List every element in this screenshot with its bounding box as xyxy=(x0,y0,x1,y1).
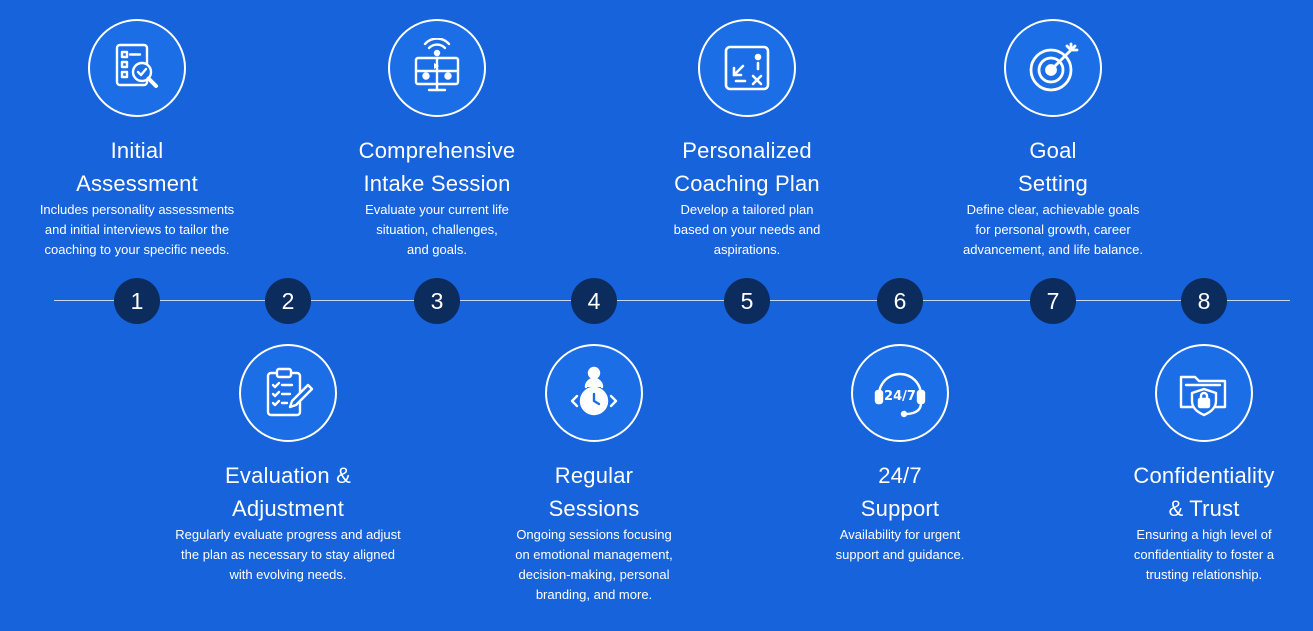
step-number-1: 1 xyxy=(114,278,160,324)
step-title-line: Adjustment xyxy=(231,496,345,521)
step-desc-line: and initial interviews to tailor the xyxy=(44,222,230,237)
step-desc-line: Regularly evaluate progress and adjust xyxy=(175,527,401,542)
step-desc-line: aspirations. xyxy=(713,242,781,257)
step-support: 24/7 24/7 Support Availability for urgen… xyxy=(770,344,1030,565)
step-desc-line: and goals. xyxy=(407,242,467,257)
clipboard-edit-icon xyxy=(239,344,337,442)
step-desc-line: Includes personality assessments xyxy=(39,202,235,217)
step-number-3: 3 xyxy=(414,278,460,324)
person-clock-icon xyxy=(545,344,643,442)
step-desc-line: for personal growth, career xyxy=(975,222,1131,237)
step-title-line: Initial xyxy=(110,138,164,163)
video-meeting-icon xyxy=(388,19,486,117)
step-desc-line: with evolving needs. xyxy=(229,567,347,582)
step-desc-line: decision-making, personal xyxy=(518,567,670,582)
step-title-line: Setting xyxy=(1018,171,1088,196)
step-title-line: Sessions xyxy=(548,496,640,521)
step-title-line: Evaluation & xyxy=(225,463,351,488)
target-arrow-icon xyxy=(1004,19,1102,117)
folder-shield-lock-icon xyxy=(1155,344,1253,442)
step-number-5: 5 xyxy=(724,278,770,324)
step-desc-line: Develop a tailored plan xyxy=(680,202,814,217)
step-desc-line: on emotional management, xyxy=(515,547,673,562)
step-desc-line: coaching to your specific needs. xyxy=(44,242,230,257)
step-title-line: Comprehensive xyxy=(358,138,516,163)
step-desc-line: trusting relationship. xyxy=(1145,567,1263,582)
step-title-line: Coaching Plan xyxy=(674,171,820,196)
step-title-line: Personalized xyxy=(682,138,812,163)
step-desc-line: Define clear, achievable goals xyxy=(966,202,1140,217)
step-initial-assessment: Initial Assessment Includes personality … xyxy=(7,19,267,260)
timeline-line xyxy=(54,300,1290,301)
step-desc-line: Ensuring a high level of xyxy=(1136,527,1272,542)
step-title-line: Assessment xyxy=(76,171,198,196)
step-personalized-plan: Personalized Coaching Plan Develop a tai… xyxy=(617,19,877,260)
step-desc-line: Evaluate your current life xyxy=(365,202,509,217)
step-evaluation-adjustment: Evaluation & Adjustment Regularly evalua… xyxy=(158,344,418,585)
step-number-2: 2 xyxy=(265,278,311,324)
step-number-4: 4 xyxy=(571,278,617,324)
step-desc-line: the plan as necessary to stay aligned xyxy=(181,547,395,562)
step-title-line: Regular xyxy=(554,463,634,488)
step-number-8: 8 xyxy=(1181,278,1227,324)
step-desc-line: branding, and more. xyxy=(535,587,653,602)
step-title-line: Goal xyxy=(1029,138,1077,163)
step-desc-line: Ongoing sessions focusing xyxy=(516,527,672,542)
step-number-7: 7 xyxy=(1030,278,1076,324)
step-comprehensive-intake: Comprehensive Intake Session Evaluate yo… xyxy=(307,19,567,260)
checklist-search-icon xyxy=(88,19,186,117)
step-title-line: 24/7 xyxy=(878,463,922,488)
step-title-line: & Trust xyxy=(1168,496,1240,521)
step-title-line: Confidentiality xyxy=(1133,463,1275,488)
step-number-6: 6 xyxy=(877,278,923,324)
strategy-board-icon xyxy=(698,19,796,117)
step-desc-line: situation, challenges, xyxy=(376,222,498,237)
step-confidentiality-trust: Confidentiality & Trust Ensuring a high … xyxy=(1074,344,1313,585)
step-title-line: Support xyxy=(860,496,940,521)
step-goal-setting: Goal Setting Define clear, achievable go… xyxy=(923,19,1183,260)
step-desc-line: based on your needs and xyxy=(673,222,821,237)
step-desc-line: advancement, and life balance. xyxy=(963,242,1143,257)
headset-24-7-icon: 24/7 xyxy=(851,344,949,442)
icon-label: 24/7 xyxy=(884,389,916,404)
step-desc-line: confidentiality to foster a xyxy=(1133,547,1275,562)
step-regular-sessions: Regular Sessions Ongoing sessions focusi… xyxy=(464,344,724,605)
step-desc-line: Availability for urgent xyxy=(839,527,961,542)
step-title-line: Intake Session xyxy=(363,171,511,196)
step-desc-line: support and guidance. xyxy=(835,547,965,562)
